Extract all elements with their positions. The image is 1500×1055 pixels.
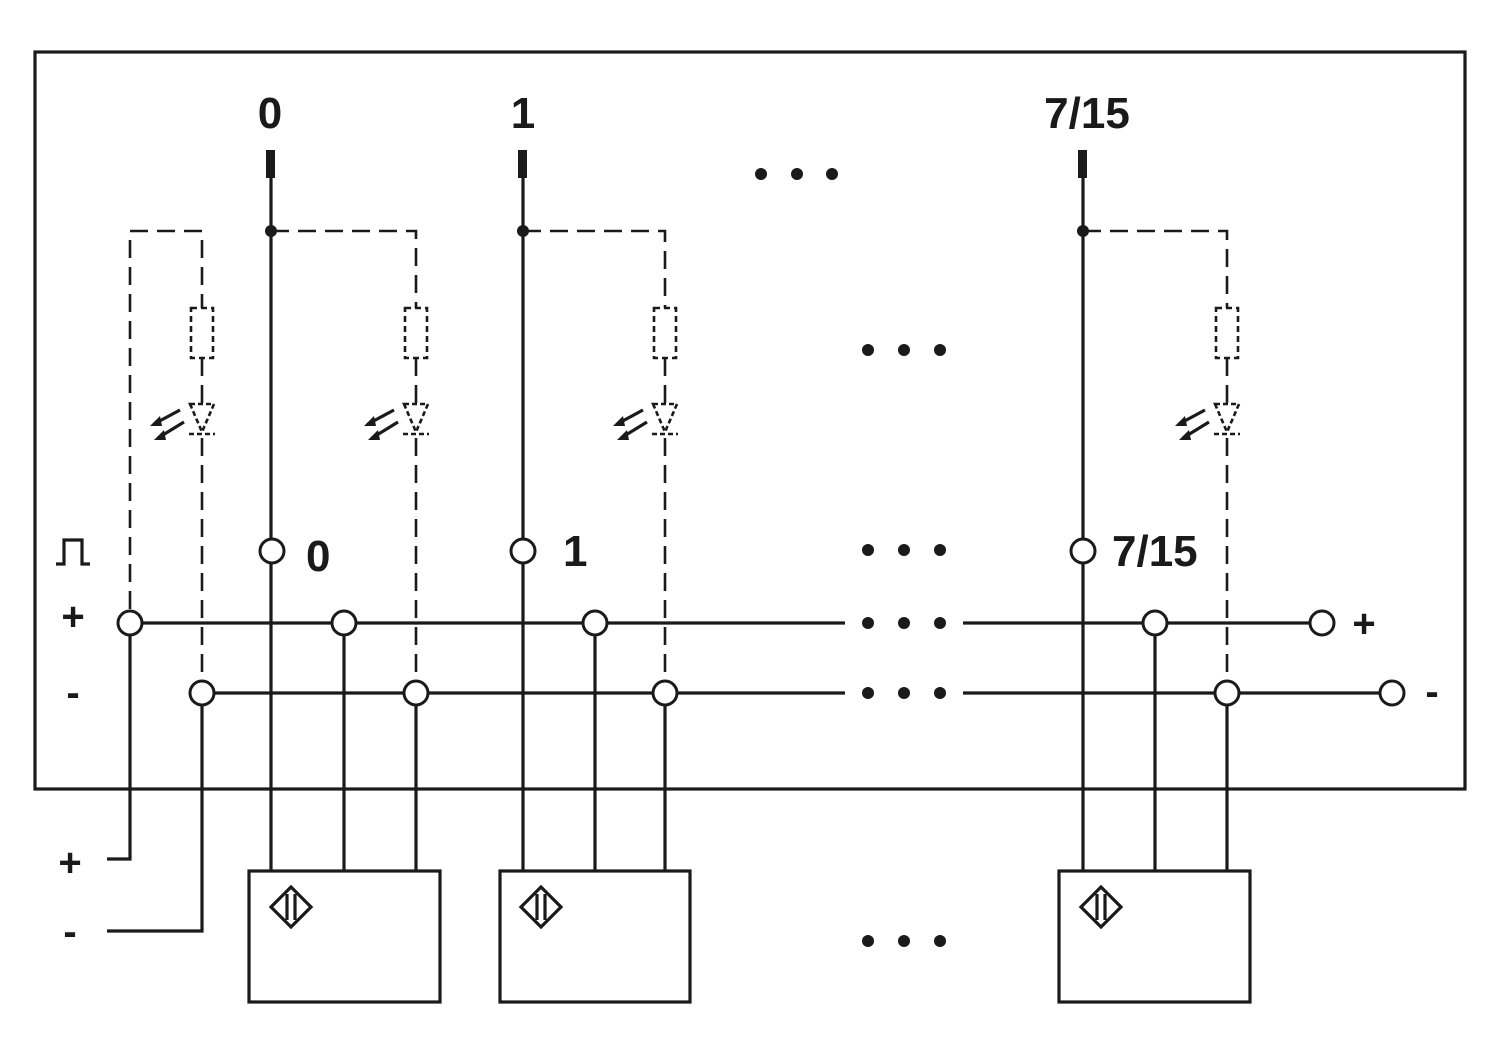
resistor-icon: [652, 306, 678, 360]
plus-terminal-7-15: [1141, 609, 1169, 637]
supply-plus-line: [107, 636, 132, 861]
plus-terminal-0: [330, 609, 358, 637]
inductive-sensor-icon: [268, 884, 314, 930]
led-icon: [364, 402, 430, 440]
signal-line-1: [517, 178, 529, 871]
signal-terminal-0: [258, 537, 286, 565]
inductive-sensor-icon: [518, 884, 564, 930]
terminal-label-1: 1: [563, 527, 587, 576]
minus-terminal-supply: [188, 679, 216, 707]
signal-terminal-7-15: [1069, 537, 1097, 565]
inductive-sensor-icon: [1078, 884, 1124, 930]
bus-minus-label-left: -: [66, 671, 79, 715]
module-housing: [33, 50, 1467, 791]
pin-stub-1: [518, 150, 527, 178]
signal-line-0: [265, 178, 277, 871]
sensor-box-7-15: [1057, 869, 1252, 1004]
led-icon: [613, 402, 679, 440]
led-path-1: [523, 229, 667, 680]
ellipsis-led: [862, 344, 946, 356]
resistor-icon: [403, 306, 429, 360]
signal-terminal-1: [509, 537, 537, 565]
plus-terminal-supply: [116, 609, 144, 637]
minus-terminal-1: [651, 679, 679, 707]
supply-minus-line: [107, 706, 204, 933]
bus-plus-label-left: +: [61, 595, 84, 639]
led-icon: [1175, 402, 1241, 440]
terminal-label-0: 0: [306, 532, 330, 581]
led-icon: [150, 402, 216, 440]
sensor-box-0: [247, 869, 442, 1004]
resistor-icon: [189, 306, 215, 360]
ellipsis-minus-bus: [862, 687, 946, 699]
channel-label-top-0: 0: [258, 89, 282, 138]
channel-label-top-1: 1: [511, 89, 535, 138]
bus-plus-label-right: +: [1352, 602, 1375, 646]
pin-stub-0: [266, 150, 275, 178]
terminal-label-7-15: 7/15: [1112, 527, 1198, 576]
ellipsis-top: [755, 168, 838, 180]
channel-label-top-7-15: 7/15: [1044, 89, 1130, 138]
minus-terminal-7-15: [1213, 679, 1241, 707]
plus-terminal-1: [581, 609, 609, 637]
ellipsis-terminal: [862, 544, 946, 556]
signal-line-7-15: [1077, 178, 1089, 871]
supply-minus-label: -: [63, 910, 76, 954]
pin-stub-7-15: [1078, 150, 1087, 178]
led-path-7-15: [1083, 229, 1229, 680]
ellipsis-plus-bus: [862, 617, 946, 629]
ellipsis-sensors: [862, 935, 946, 947]
resistor-icon: [1214, 306, 1240, 360]
led-path-power: [128, 229, 204, 680]
pulse-signal-icon: [56, 538, 90, 566]
plus-terminal-out: [1308, 609, 1336, 637]
minus-terminal-out: [1378, 679, 1406, 707]
bus-minus-label-right: -: [1425, 670, 1438, 714]
led-path-0: [271, 229, 418, 680]
sensor-box-1: [498, 869, 692, 1004]
minus-terminal-0: [402, 679, 430, 707]
supply-plus-label: +: [58, 841, 81, 885]
